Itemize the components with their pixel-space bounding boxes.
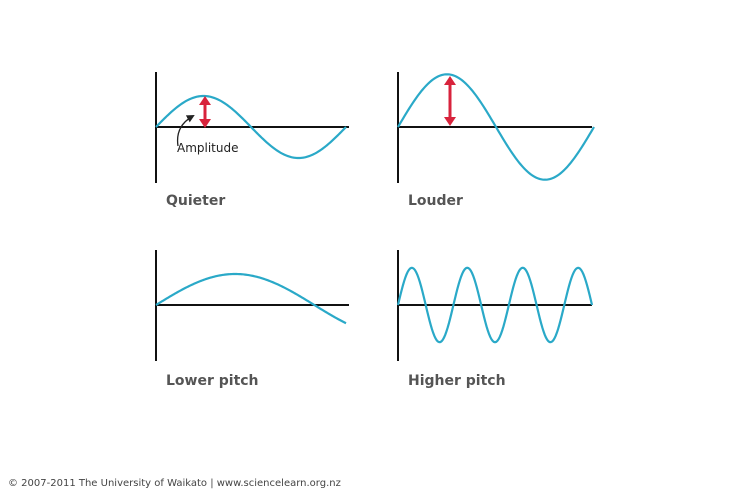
wave-lower-pitch: [155, 272, 347, 325]
panel-label-lower-pitch: Lower pitch: [166, 373, 259, 389]
wave-higher-pitch: [396, 266, 594, 344]
panel-quieter: Amplitude Quieter: [155, 72, 349, 209]
amplitude-arrow: [199, 96, 211, 128]
panel-lower-pitch: Lower pitch: [155, 250, 349, 389]
amplitude-pointer-arrow: [176, 115, 195, 147]
wave-quieter: [155, 94, 347, 160]
panel-louder: Louder: [397, 72, 595, 209]
amplitude-arrow: [444, 76, 456, 126]
wave-louder: [397, 73, 595, 181]
copyright-credit: © 2007-2011 The University of Waikato | …: [8, 478, 341, 489]
panel-label-higher-pitch: Higher pitch: [408, 373, 506, 389]
panel-label-louder: Louder: [408, 193, 463, 209]
panel-higher-pitch: Higher pitch: [396, 250, 594, 389]
panel-label-quieter: Quieter: [166, 193, 225, 209]
amplitude-label: Amplitude: [177, 141, 239, 155]
